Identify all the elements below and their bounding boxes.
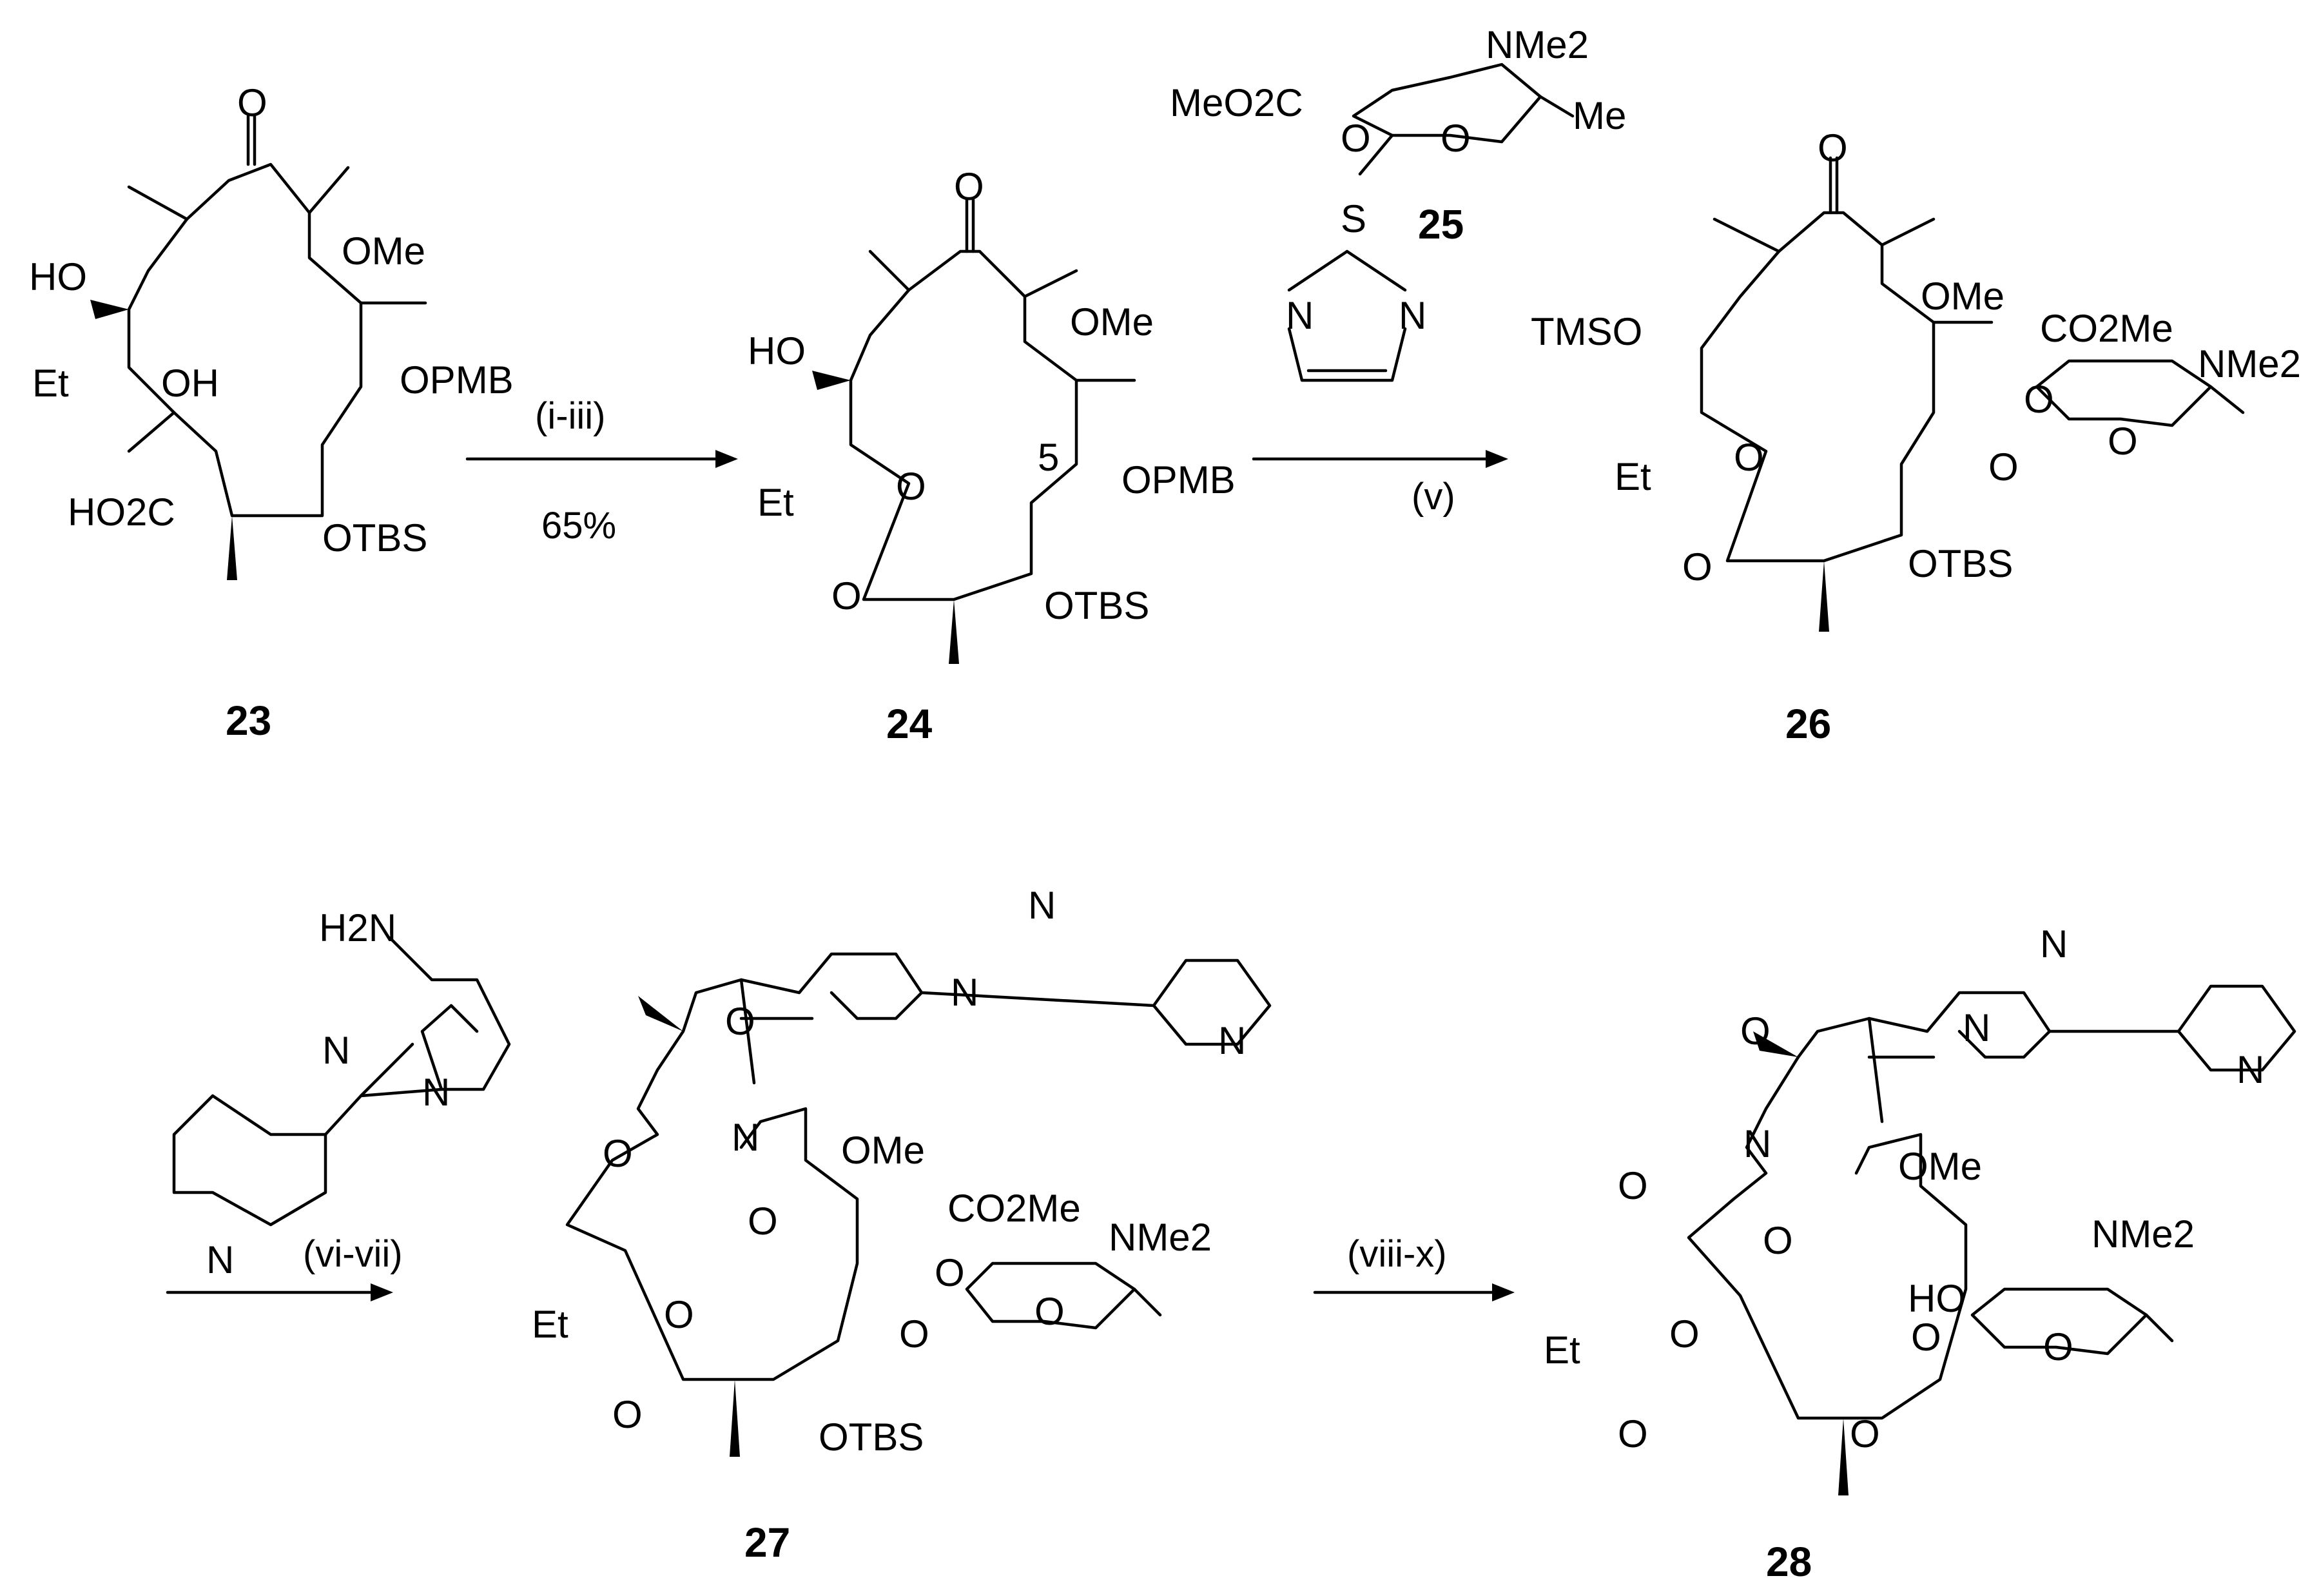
c28-carbamate-o1: O: [1618, 1164, 1648, 1207]
c26-et: Et: [1615, 455, 1651, 498]
c25-o-ester: O: [1341, 117, 1371, 160]
c27-nme2: NMe2: [1109, 1216, 1212, 1259]
c27-otbs: OTBS: [819, 1416, 924, 1459]
c27-sugar-ring-o: O: [1034, 1290, 1065, 1333]
c27-et: Et: [532, 1303, 568, 1346]
c28-glycoside-o: O: [1911, 1316, 1941, 1359]
condition-v: (v): [1412, 476, 1455, 518]
c25-s: S: [1341, 197, 1366, 240]
c24-et: Et: [757, 481, 794, 524]
compound-25-structure: [1287, 63, 1575, 382]
c26-sugar-ring-o: O: [2108, 420, 2138, 463]
compound-27-structure: [565, 952, 1272, 1457]
c25-me: Me: [1573, 94, 1626, 137]
condition-vi-vii: (vi-vii): [303, 1233, 403, 1275]
c26-tmso: TMSO: [1531, 310, 1642, 353]
c28-ketone-o: O: [1740, 1009, 1771, 1053]
c27-carbamate-o2: O: [748, 1200, 778, 1243]
compound-28-structure: [1687, 984, 2296, 1495]
compound-28-label: 28: [1766, 1539, 1812, 1585]
c23-otbs: OTBS: [322, 516, 427, 560]
c23-oh: OH: [161, 362, 219, 405]
c23-ho2c: HO2C: [68, 491, 175, 534]
condition-i-iii: (i-iii): [535, 395, 606, 437]
c28-n-imid-top: N: [2040, 922, 2068, 966]
c23-opmb: OPMB: [400, 358, 514, 402]
compound-23-label: 23: [226, 697, 271, 744]
c24-pos5: 5: [1038, 436, 1059, 479]
c24-opmb: OPMB: [1121, 458, 1236, 501]
c27-o-carbonate: O: [935, 1251, 965, 1294]
c28-ketone-o-lower: O: [1850, 1412, 1880, 1455]
c28-n-pyridine: N: [2237, 1048, 2264, 1091]
c24-ring-o: O: [896, 465, 926, 508]
c24-ome: OMe: [1070, 300, 1154, 344]
compound-27-label: 27: [744, 1519, 790, 1566]
amine-n-imid-1: N: [322, 1029, 350, 1072]
c25-n-right: N: [1399, 294, 1426, 337]
c23-ketone-o: O: [237, 81, 267, 124]
c25-nme2: NMe2: [1486, 23, 1589, 66]
c28-nme2: NMe2: [2092, 1212, 2195, 1256]
c26-glycoside-o: O: [1988, 445, 2019, 489]
c26-ketone-o: O: [1818, 126, 1848, 170]
compound-25-label: 25: [1418, 201, 1464, 248]
c28-ho: HO: [1908, 1277, 1966, 1320]
c27-ome: OMe: [841, 1129, 925, 1172]
c28-n-imid-ring: N: [1963, 1006, 1990, 1049]
c24-otbs: OTBS: [1044, 584, 1149, 627]
amine-n-imid-2: N: [422, 1071, 450, 1114]
c23-ho: HO: [29, 255, 87, 298]
c26-otbs: OTBS: [1908, 542, 2013, 585]
c27-ring-o: O: [664, 1293, 694, 1336]
compound-26-label: 26: [1785, 701, 1831, 747]
c25-n-left: N: [1286, 294, 1314, 337]
c27-lactone-o: O: [612, 1393, 643, 1436]
c27-carbamate-n: N: [732, 1116, 759, 1159]
c26-ome: OMe: [1921, 275, 2004, 318]
compound-24-structure: [812, 198, 1136, 664]
c27-co2me: CO2Me: [947, 1187, 1081, 1230]
c27-n-imid-top: N: [1028, 884, 1056, 927]
c28-sugar-ring-o: O: [2043, 1325, 2073, 1368]
c25-meo2c: MeO2C: [1170, 81, 1303, 124]
c24-ketone-o: O: [954, 165, 984, 208]
c27-carbamate-o1: O: [603, 1132, 633, 1175]
c26-lactone-o: O: [1682, 545, 1713, 589]
c25-ring-o: O: [1441, 117, 1471, 160]
c27-n-imid-ring: N: [951, 971, 978, 1014]
c26-ring-o: O: [1734, 436, 1764, 479]
c27-ketone-o: O: [725, 1000, 755, 1043]
c28-ring-o: O: [1669, 1312, 1700, 1356]
c23-ome: OMe: [342, 229, 425, 273]
yield-65: 65%: [541, 505, 616, 547]
c27-glycoside-o: O: [899, 1312, 929, 1356]
c26-nme2: NMe2: [2198, 342, 2301, 385]
c28-et: Et: [1544, 1328, 1580, 1372]
amine-n-pyridine: N: [206, 1238, 234, 1281]
c24-ho: HO: [748, 329, 806, 373]
amine-h2n: H2N: [319, 906, 396, 949]
condition-viii-x: (viii-x): [1347, 1233, 1447, 1275]
c28-carbamate-o2: O: [1763, 1219, 1793, 1262]
c23-et: Et: [32, 362, 69, 405]
c28-carbamate-n: N: [1743, 1122, 1771, 1165]
c27-n-pyridine: N: [1218, 1019, 1246, 1062]
c28-ome: OMe: [1898, 1145, 1982, 1188]
c28-lactone-o: O: [1618, 1412, 1648, 1455]
amine-reagent-structure: [172, 936, 511, 1227]
compound-23-structure: [90, 114, 427, 580]
compound-24-label: 24: [886, 701, 933, 747]
compound-26-structure: [1700, 156, 2245, 632]
c26-co2me: CO2Me: [2040, 307, 2173, 350]
c26-o-carbonate: O: [2024, 378, 2054, 421]
c24-lactone-o: O: [831, 574, 862, 618]
